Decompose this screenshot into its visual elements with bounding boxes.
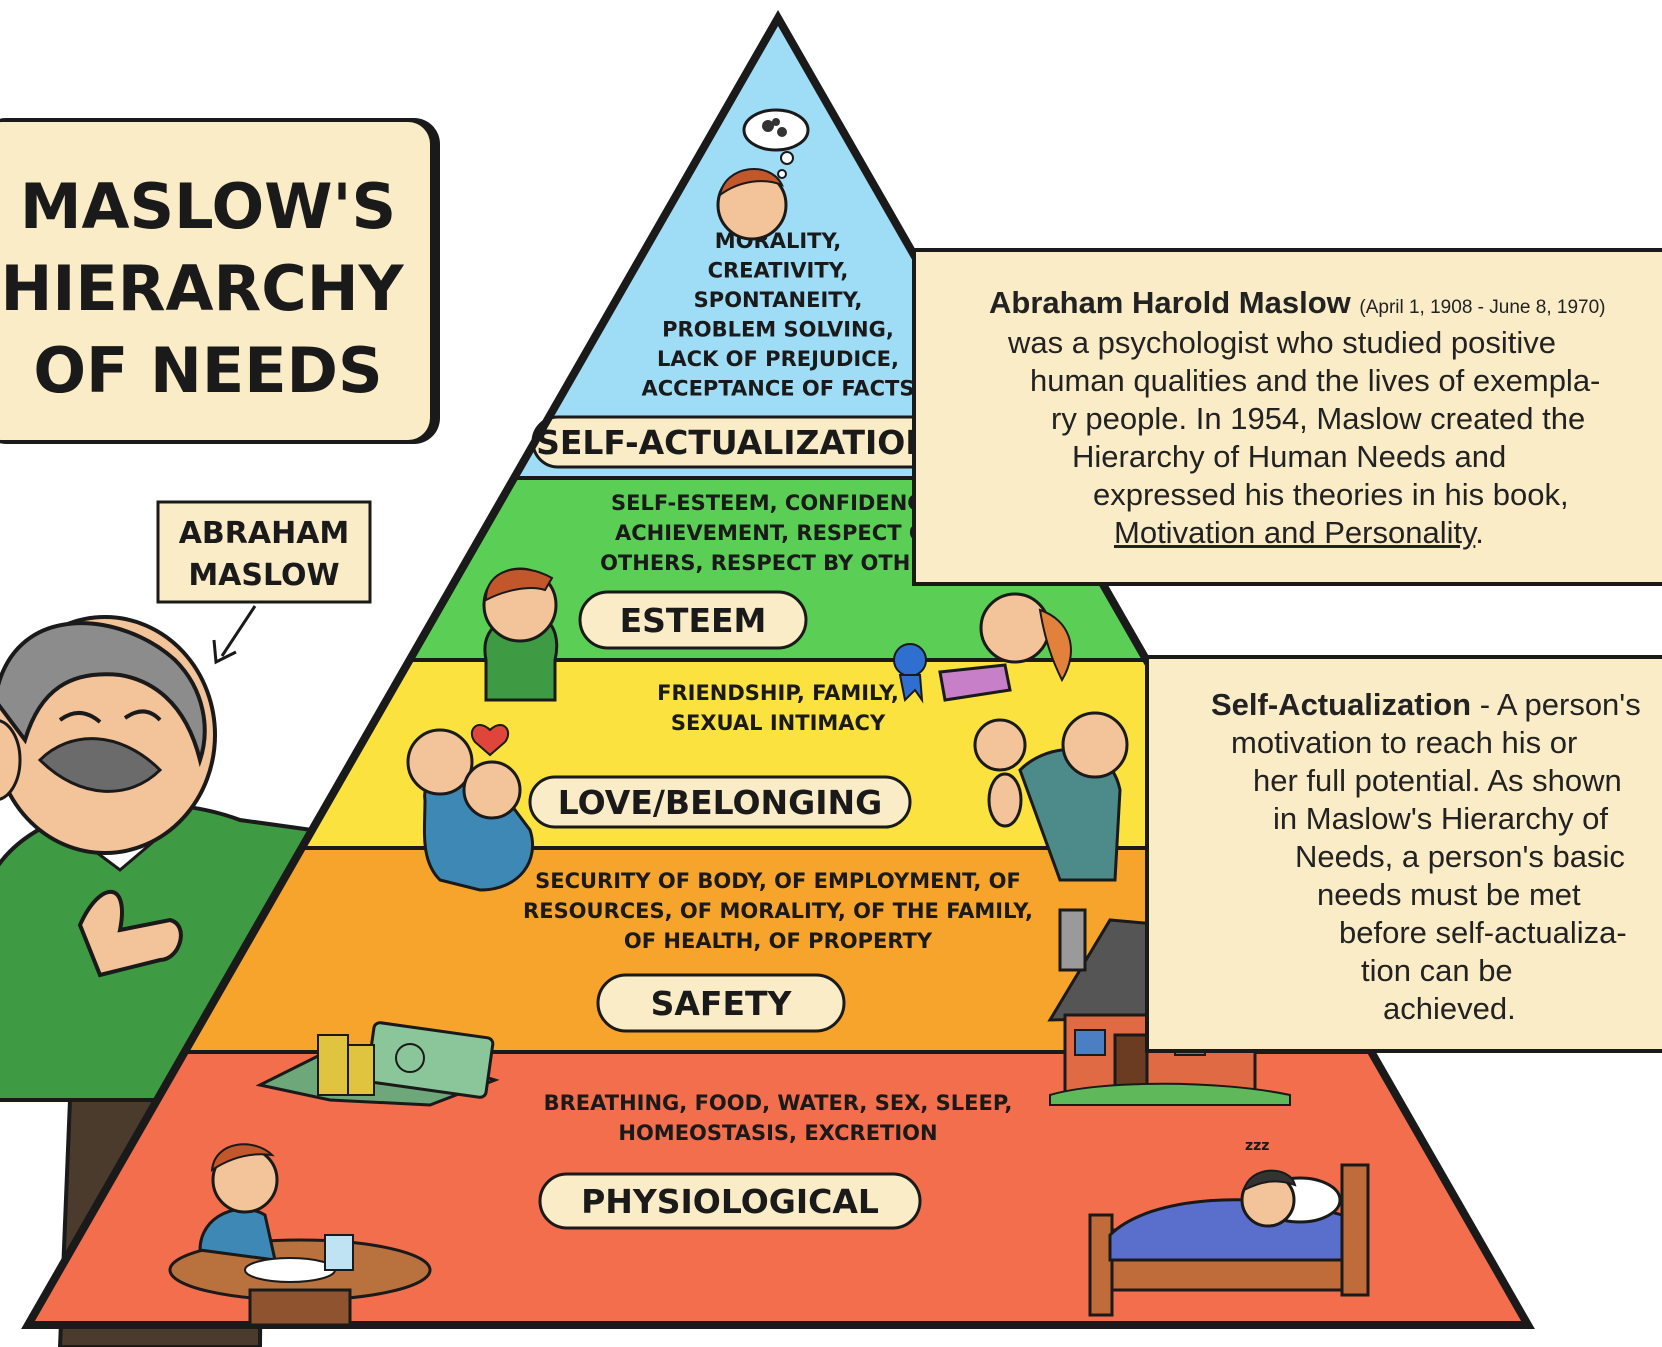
needs-text-self-actualization: CREATIVITY, [708,259,849,283]
note-line-2: her full potential. As shown [1253,763,1622,798]
note-line-8: achieved. [1383,991,1516,1026]
pointer-arrow [220,605,257,657]
bio-dates: (April 1, 1908 - June 8, 1970) [1359,297,1606,318]
bio-line-2: human qualities and the lives of exempla… [1030,363,1601,398]
money-illustration [255,1021,500,1107]
title-line-2: HIERARCHY [0,252,404,325]
sleeping-kid-illustration: zzz [1088,1138,1370,1317]
needs-text-love-belonging: FRIENDSHIP, FAMILY, [657,681,899,705]
title-line-3: OF NEEDS [33,334,382,407]
note-line-4: Needs, a person's basic [1295,839,1625,874]
note-line-1: motivation to reach his or [1231,725,1578,760]
needs-text-physiological: HOMEOSTASIS, EXCRETION [618,1121,937,1145]
note-line-6: before self-actualiza- [1339,915,1627,950]
note-line-3: in Maslow's Hierarchy of [1273,801,1608,836]
bio-name: Abraham Harold Maslow [989,285,1351,320]
title-box: MASLOW'S HIERARCHY OF NEEDS [0,118,440,444]
needs-text-self-actualization: ACCEPTANCE OF FACTS [642,377,915,401]
esteem-kids-illustration [482,567,1072,704]
note-heading: Self-Actualization - A person's [1211,686,1641,724]
sleep-text: zzz [1245,1138,1269,1154]
needs-text-safety: RESOURCES, OF MORALITY, OF THE FAMILY, [523,899,1033,923]
needs-text-physiological: BREATHING, FOOD, WATER, SEX, SLEEP, [544,1091,1013,1115]
note-line-7: tion can be [1361,953,1513,988]
needs-text-esteem: OTHERS, RESPECT BY OTHERS [600,551,956,575]
bio-line-5: expressed his theories in his book, [1093,477,1569,512]
needs-text-self-actualization: SPONTANEITY, [694,288,863,312]
needs-text-self-actualization: PROBLEM SOLVING, [662,318,894,342]
maslow-label-line-2: MASLOW [188,558,339,593]
biography-box: Abraham Harold Maslow (April 1, 1908 - J… [912,248,1662,586]
needs-text-safety: OF HEALTH, OF PROPERTY [624,929,933,953]
pointer-arrow-head [212,639,237,665]
needs-text-self-actualization: LACK OF PREJUDICE, [657,347,899,371]
note-line-5: needs must be met [1317,877,1581,912]
level-label-love-belonging: LOVE/BELONGING [558,783,882,822]
level-label-pill-love-belonging [528,775,912,829]
bio-line-4: Hierarchy of Human Needs and [1072,439,1507,474]
note-term: Self-Actualization [1211,687,1472,722]
bio-heading: Abraham Harold Maslow (April 1, 1908 - J… [989,284,1605,327]
book-title-link[interactable]: Motivation and Personality [1114,515,1476,550]
bio-book-end: . [1475,515,1484,550]
needs-text-esteem: ACHIEVEMENT, RESPECT OF [615,521,941,545]
level-label-pill-esteem [578,590,808,650]
level-label-safety: SAFETY [651,984,793,1023]
level-label-pill-safety [596,973,846,1033]
title-line-1: MASLOW'S [20,170,396,243]
level-label-self-actualization: SELF-ACTUALIZATION [536,423,933,462]
bio-book-line: Motivation and Personality. [1114,514,1484,552]
eating-kid-illustration [168,1143,432,1327]
love-illustration [406,711,1129,892]
note-first-line-rest: - A person's [1471,687,1641,722]
self-actualization-note-box: Self-Actualization - A person's motivati… [1145,655,1662,1053]
bio-line-1: was a psychologist who studied positive [1008,325,1556,360]
thinking-kid-illustration [716,108,810,241]
level-label-pill-physiological [538,1172,922,1230]
needs-text-esteem: SELF-ESTEEM, CONFIDENCE, [611,491,945,515]
maslow-label: ABRAHAM MASLOW [156,500,372,665]
level-label-physiological: PHYSIOLOGICAL [581,1182,879,1221]
needs-text-love-belonging: SEXUAL INTIMACY [671,711,886,735]
level-label-esteem: ESTEEM [620,601,767,640]
bio-line-3: ry people. In 1954, Maslow created the [1051,401,1586,436]
maslow-label-line-1: ABRAHAM [179,516,350,551]
needs-text-safety: SECURITY OF BODY, OF EMPLOYMENT, OF [535,869,1021,893]
